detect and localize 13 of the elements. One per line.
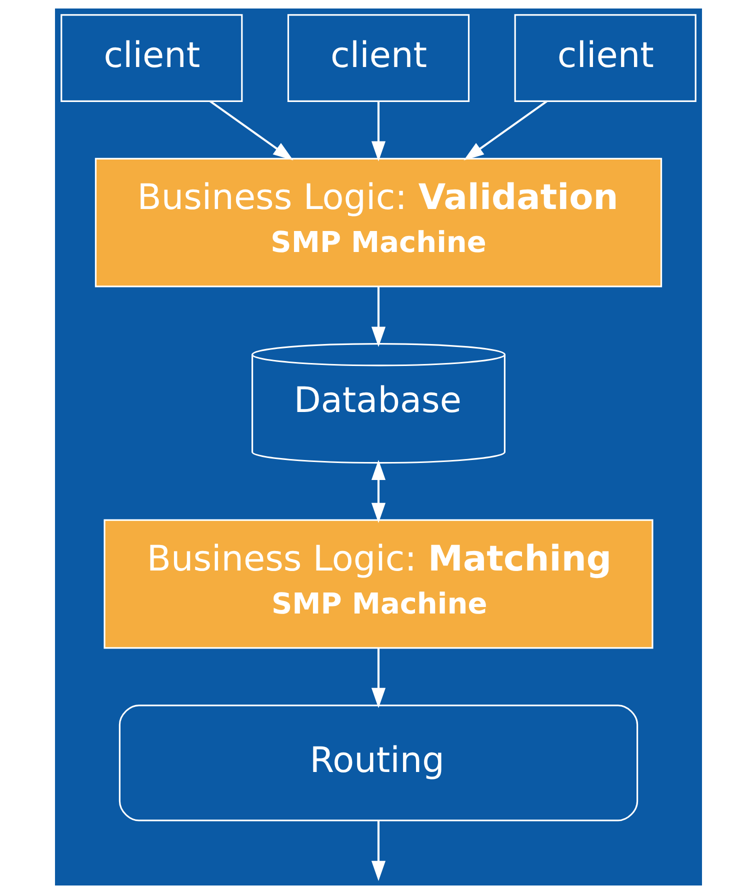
arrow bbox=[370, 460, 386, 524]
node-box: Business Logic: Validation SMP Machine bbox=[94, 158, 662, 288]
arrow bbox=[370, 648, 386, 708]
node-box: client bbox=[286, 14, 470, 102]
arrow bbox=[208, 100, 293, 160]
arrow bbox=[370, 820, 386, 882]
node-box: Business Logic: Matching SMP Machine bbox=[103, 519, 653, 649]
arrow bbox=[370, 286, 386, 347]
node-box: client bbox=[60, 14, 242, 102]
node-box: client bbox=[514, 14, 696, 102]
arrow bbox=[463, 100, 548, 160]
node-box: Routing bbox=[118, 704, 638, 822]
arrow bbox=[370, 101, 386, 162]
